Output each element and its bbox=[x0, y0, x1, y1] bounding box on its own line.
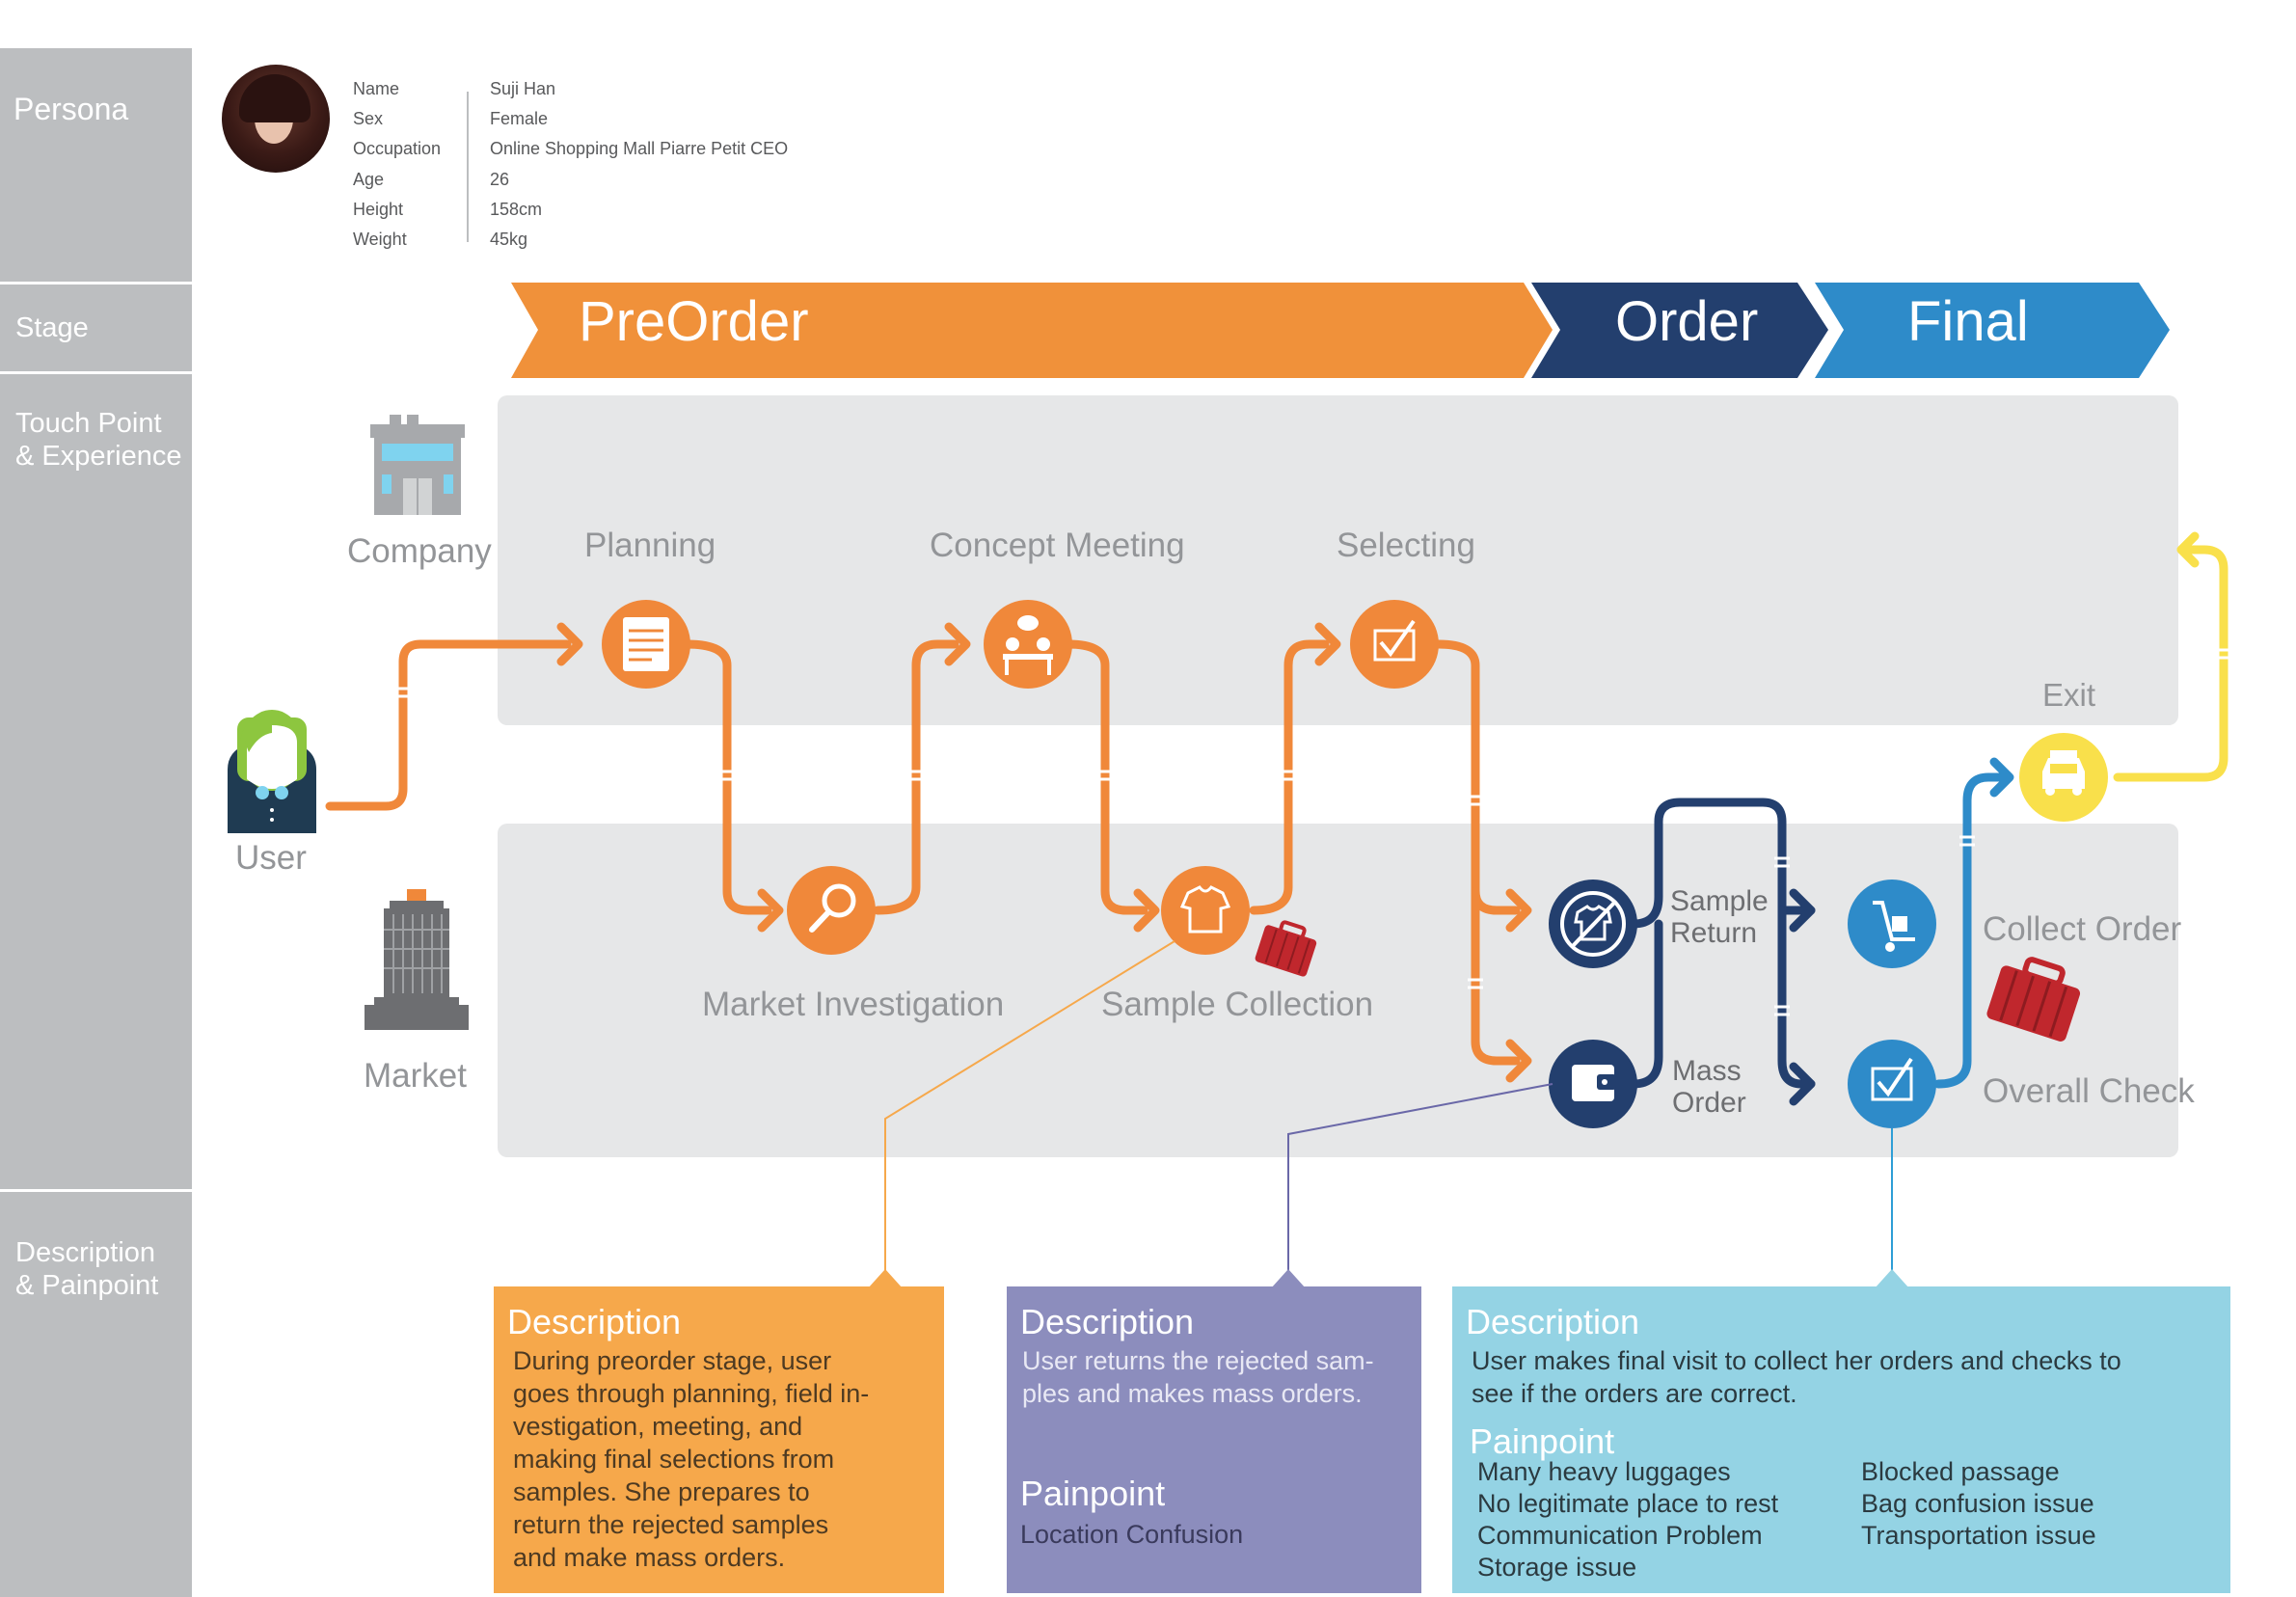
user-figure-icon bbox=[228, 710, 316, 833]
flow-selecting-order bbox=[1434, 639, 1521, 1066]
luggage-icon bbox=[1255, 920, 1317, 977]
persona-value-occupation: Online Shopping Mall Piarre Petit CEO bbox=[490, 139, 789, 158]
overall-check-node[interactable] bbox=[1848, 1040, 1936, 1128]
step-selecting-label: Selecting bbox=[1337, 527, 1475, 564]
final-painpoint-list-1: Many heavy luggages No legitimate place … bbox=[1477, 1457, 1779, 1582]
order-description-box: Description User returns the rejected sa… bbox=[1007, 1286, 1421, 1593]
final-description-body: User makes final visit to collect her or… bbox=[1472, 1346, 2121, 1408]
order-painpoint-heading: Painpoint bbox=[1020, 1474, 1166, 1513]
exit-node[interactable] bbox=[2019, 733, 2108, 822]
preorder-description-body: During preorder stage, user goes through… bbox=[513, 1346, 870, 1572]
stage-final-arrow bbox=[1815, 283, 2170, 378]
persona-divider bbox=[467, 92, 469, 242]
sidebar-touchpoint: Touch Point & Experience bbox=[0, 374, 192, 1189]
actor-company-label: Company bbox=[347, 532, 492, 570]
step-planning-label: Planning bbox=[584, 527, 716, 564]
sample-collection-node[interactable] bbox=[1161, 866, 1250, 955]
persona-label-occupation: Occupation bbox=[353, 139, 442, 158]
collect-order-node[interactable] bbox=[1848, 880, 1936, 968]
flow-check-exit bbox=[1933, 772, 2012, 1089]
persona-label-age: Age bbox=[353, 170, 385, 189]
order-description-heading: Description bbox=[1020, 1302, 1195, 1341]
company-panel bbox=[498, 395, 2178, 725]
luggage-icon bbox=[1986, 957, 2081, 1042]
sidebar-description: Description & Painpoint bbox=[0, 1192, 192, 1597]
persona-label-name: Name bbox=[353, 79, 400, 98]
flow-exit-out bbox=[2113, 545, 2228, 782]
persona-value-name: Suji Han bbox=[490, 79, 556, 98]
market-panel bbox=[498, 824, 2178, 1157]
flow-selecting-return bbox=[1471, 886, 1521, 915]
market-investigation-node[interactable] bbox=[787, 866, 876, 955]
mass-order-node[interactable] bbox=[1549, 1040, 1637, 1128]
planning-node[interactable] bbox=[602, 600, 690, 689]
step-concept-meeting-label: Concept Meeting bbox=[930, 527, 1185, 564]
selecting-node[interactable] bbox=[1350, 600, 1439, 689]
connector-order bbox=[1287, 1083, 1553, 1271]
flow-planning-market bbox=[682, 639, 772, 915]
flow-market-concept bbox=[873, 639, 959, 915]
sample-return-node[interactable] bbox=[1549, 880, 1637, 968]
final-description-heading: Description bbox=[1466, 1302, 1640, 1341]
sidebar-touchpoint-label: Touch Point & Experience bbox=[15, 408, 182, 472]
sidebar-persona-label: Persona bbox=[14, 92, 129, 126]
flow-user-planning bbox=[325, 639, 572, 811]
order-description-body: User returns the rejected sam- ples and … bbox=[1022, 1346, 1374, 1408]
order-painpoint-body: Location Confusion bbox=[1020, 1520, 1244, 1549]
flow-massorder-check bbox=[1777, 906, 1816, 1089]
final-painpoint-list-2: Blocked passage Bag confusion issue Tran… bbox=[1861, 1457, 2096, 1550]
final-description-box: Description User makes final visit to co… bbox=[1452, 1286, 2230, 1593]
step-sample-return-label: Sample Return bbox=[1670, 885, 1769, 949]
persona-value-age: 26 bbox=[490, 170, 510, 189]
step-market-investigation-label: Market Investigation bbox=[702, 986, 1005, 1023]
market-building-icon bbox=[365, 889, 469, 1030]
preorder-description-box: Description During preorder stage, user … bbox=[494, 1286, 944, 1593]
connector-preorder bbox=[884, 940, 1175, 1271]
flow-return-final bbox=[1629, 798, 1816, 929]
company-building-icon bbox=[370, 415, 465, 515]
sidebar-stage-label: Stage bbox=[15, 312, 89, 343]
persona-value-height: 158cm bbox=[490, 200, 543, 219]
concept-meeting-node[interactable] bbox=[984, 600, 1072, 689]
preorder-description-heading: Description bbox=[507, 1302, 682, 1341]
sidebar-description-label: Description & Painpoint bbox=[15, 1237, 159, 1301]
stage-order-arrow bbox=[1531, 283, 1828, 378]
sidebar-stage: Stage bbox=[0, 284, 192, 371]
step-exit-label: Exit bbox=[2042, 677, 2096, 713]
persona-value-sex: Female bbox=[490, 109, 549, 128]
step-sample-collection-label: Sample Collection bbox=[1101, 986, 1374, 1023]
stage-preorder-label: PreOrder bbox=[579, 290, 809, 353]
persona-value-weight: 45kg bbox=[490, 230, 528, 249]
persona-label-sex: Sex bbox=[353, 109, 384, 128]
persona-avatar bbox=[222, 65, 330, 173]
step-mass-order-label: Mass Order bbox=[1672, 1055, 1746, 1119]
stage-order-label: Order bbox=[1615, 290, 1759, 353]
persona-label-height: Height bbox=[353, 200, 404, 219]
stage-final-label: Final bbox=[1907, 290, 2029, 353]
stage-preorder-arrow bbox=[511, 283, 1553, 378]
final-painpoint-heading: Painpoint bbox=[1470, 1421, 1615, 1461]
flow-sample-selecting bbox=[1249, 639, 1330, 915]
persona-label-weight: Weight bbox=[353, 230, 407, 249]
step-overall-check-label: Overall Check bbox=[1983, 1072, 2195, 1110]
actor-user-label: User bbox=[235, 839, 307, 877]
flow-massorder-final bbox=[1629, 919, 1663, 1089]
step-collect-order-label: Collect Order bbox=[1983, 910, 2182, 948]
flow-concept-sample bbox=[1064, 639, 1148, 915]
sidebar-persona: Persona bbox=[0, 48, 192, 282]
actor-market-label: Market bbox=[364, 1057, 467, 1095]
